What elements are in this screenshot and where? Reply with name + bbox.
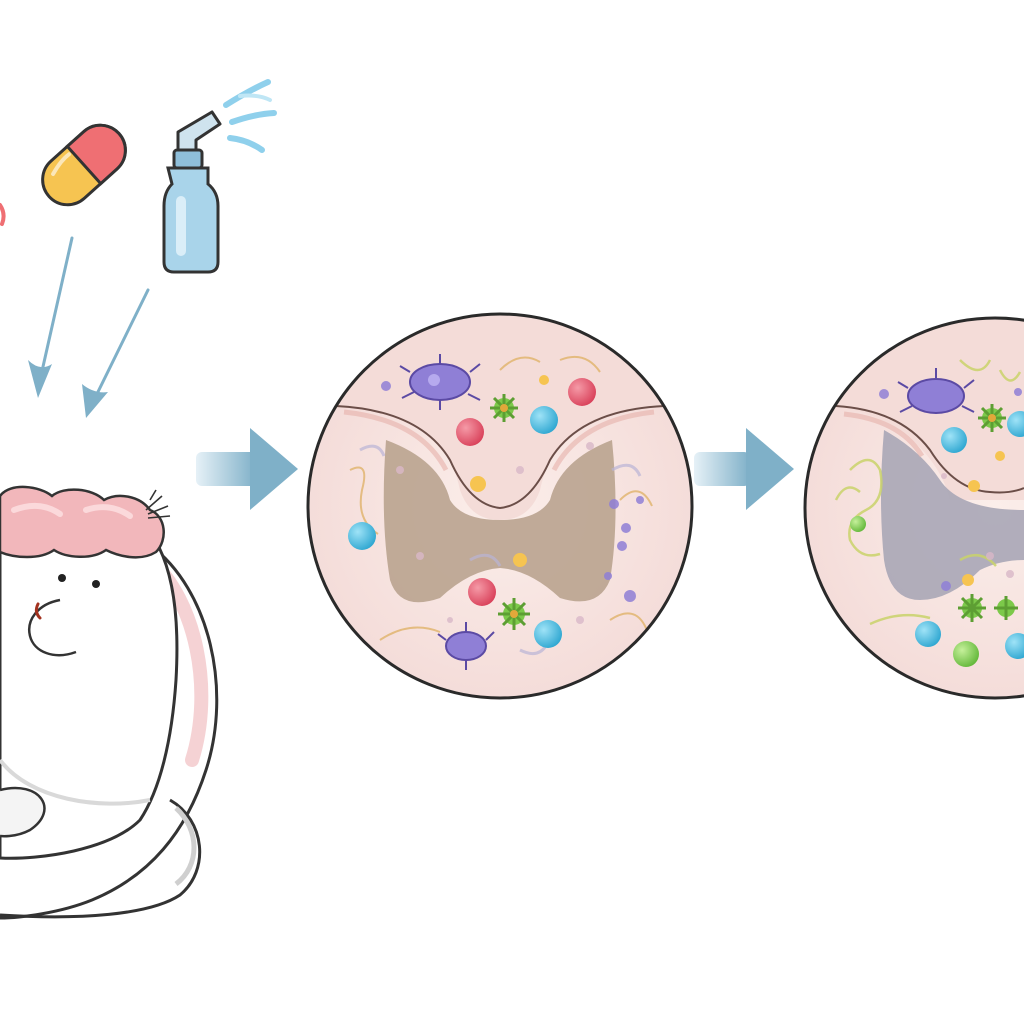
immune-cell-purple: [437, 622, 495, 670]
dose-arrow: [82, 288, 150, 418]
dose-arrow: [28, 236, 74, 398]
flow-arrow: [694, 428, 794, 510]
whiskers: [145, 489, 171, 519]
cell-green-spiky: [490, 394, 518, 422]
tissue-outline: [803, 316, 1024, 700]
immune-cell-purple: [399, 354, 481, 410]
mouse-nose: [34, 602, 42, 620]
mouse-icon: [0, 485, 219, 920]
flow-arrow: [196, 428, 298, 510]
mouse-eye: [58, 574, 66, 582]
cell-green-spiky: [994, 596, 1018, 620]
tissue-section-1: [306, 312, 694, 700]
spray-bottle-icon: [162, 79, 277, 274]
cell-green-spiky: [978, 404, 1006, 432]
immune-cell-purple: [897, 368, 975, 414]
cell-green-spiky: [498, 598, 530, 630]
capsule-icon: [41, 123, 127, 207]
partial-capsule-icon: [0, 203, 6, 226]
mouse-ear-icon: [0, 485, 165, 559]
administration-group: [0, 79, 277, 418]
mouse-eye: [92, 580, 100, 588]
cell-green-spiky: [958, 594, 986, 622]
tissue-outline: [306, 312, 694, 700]
tissue-core: [383, 440, 616, 603]
tissue-section-2: [803, 316, 1024, 700]
